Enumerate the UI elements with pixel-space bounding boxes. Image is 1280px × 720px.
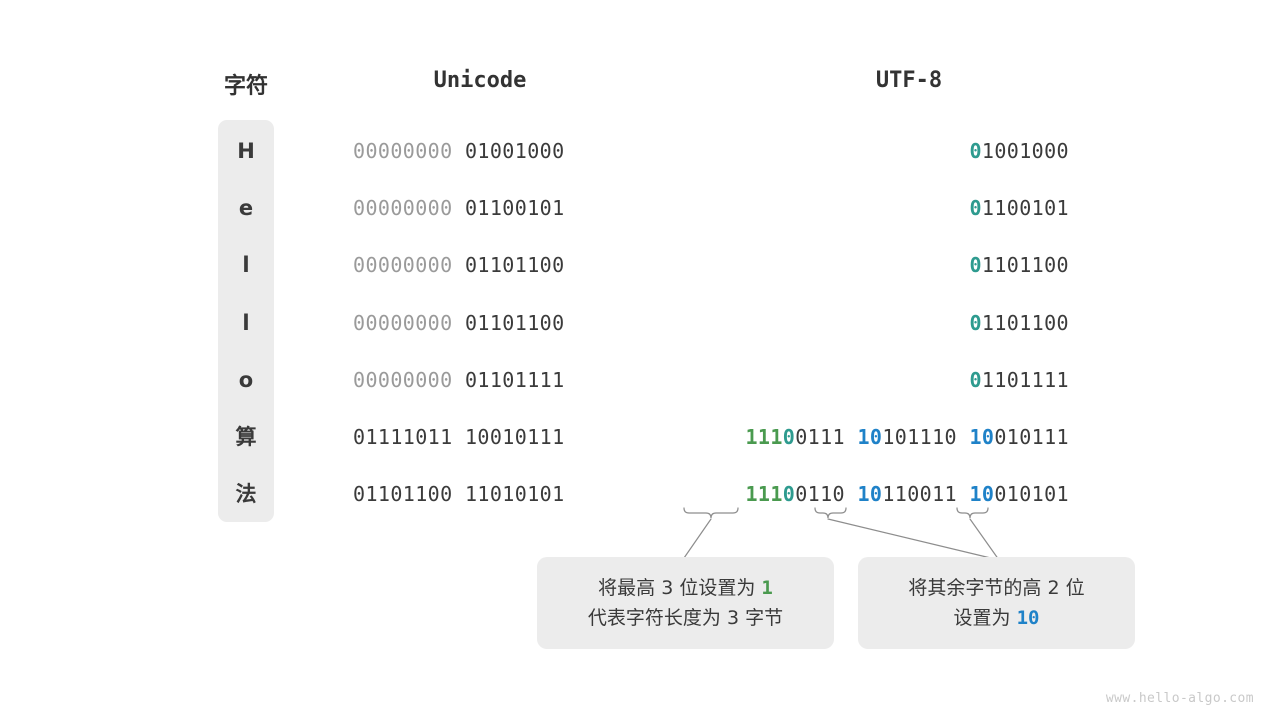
- character-cell: l: [242, 253, 250, 278]
- utf8-prefix-bits: 10: [857, 482, 883, 507]
- utf8-prefix-bits: 10: [857, 425, 883, 449]
- callout-1-highlight: 1: [761, 577, 773, 599]
- column-header-character: 字符: [223, 74, 268, 99]
- callout-2-line-2-text: 设置为: [953, 607, 1017, 629]
- character-cell: 算: [235, 425, 257, 449]
- utf8-prefix-bits: 0: [969, 139, 982, 163]
- character-cell: 法: [235, 482, 257, 507]
- callout-continuation-bits: 将其余字节的高 2 位 设置为 10: [858, 557, 1135, 649]
- byte-separator: [845, 425, 857, 449]
- unicode-low-byte: 01101111: [464, 367, 565, 392]
- unicode-bits: 01101100 11010101: [353, 481, 607, 507]
- utf8-payload-bits: 101110: [882, 425, 957, 449]
- utf8-payload-bits: 1101100: [981, 253, 1069, 278]
- unicode-low-byte: 01101100: [464, 310, 565, 335]
- utf8-prefix-bits: 111: [745, 482, 783, 507]
- utf8-bits: 01101111: [669, 367, 1069, 393]
- site-watermark: www.hello-algo.com: [1105, 691, 1254, 706]
- byte-separator: [453, 425, 465, 449]
- callout-1-line-1-text: 将最高 3 位设置为: [598, 577, 762, 599]
- unicode-bits: 00000000 01101100: [353, 252, 607, 278]
- byte-separator: [453, 253, 465, 277]
- unicode-low-byte: 01101100: [464, 253, 565, 278]
- utf8-prefix-bits: 10: [969, 425, 995, 449]
- utf8-prefix-bits: 0: [969, 196, 982, 221]
- utf8-prefix-bits: 0: [969, 253, 982, 278]
- callout-1-line-1: 将最高 3 位设置为 1: [598, 573, 773, 603]
- utf8-prefix-bits: 0: [969, 310, 982, 335]
- unicode-low-byte: 11010101: [464, 482, 565, 507]
- unicode-low-byte: 10010111: [464, 425, 565, 449]
- utf8-prefix-bits: 111: [745, 425, 783, 449]
- callout-2-line-2: 设置为 10: [954, 603, 1040, 633]
- utf8-payload-bits: 0111: [795, 425, 845, 449]
- utf8-bits: 11100111 10101110 10010111: [669, 424, 1069, 450]
- column-header-utf8: UTF-8: [875, 68, 943, 93]
- byte-separator: [957, 425, 969, 449]
- character-cell: o: [238, 367, 254, 392]
- unicode-bits: 01111011 10010111: [353, 424, 607, 450]
- byte-separator: [453, 482, 465, 506]
- utf8-prefix-terminator-bit: 0: [782, 482, 796, 507]
- unicode-bits: 00000000 01100101: [353, 195, 607, 221]
- utf8-payload-bits: 1100101: [981, 196, 1069, 221]
- utf8-bits: 01100101: [669, 195, 1069, 221]
- unicode-high-byte: 00000000: [353, 310, 453, 335]
- callout-2-highlight: 10: [1016, 607, 1040, 629]
- utf8-prefix-bits: 0: [969, 367, 982, 392]
- utf8-payload-bits: 1101100: [981, 310, 1069, 335]
- column-header-unicode: Unicode: [433, 68, 527, 93]
- callout-leading-bits: 将最高 3 位设置为 1 代表字符长度为 3 字节: [537, 557, 834, 649]
- unicode-high-byte: 00000000: [353, 253, 453, 278]
- byte-separator: [453, 311, 465, 335]
- unicode-high-byte: 01111011: [353, 425, 453, 449]
- character-cell: H: [237, 139, 255, 163]
- utf8-bits: 01101100: [669, 310, 1069, 336]
- utf8-payload-bits: 010111: [994, 425, 1069, 449]
- byte-separator: [453, 368, 465, 392]
- utf8-bits: 01101100: [669, 252, 1069, 278]
- utf8-prefix-terminator-bit: 0: [782, 425, 796, 449]
- unicode-high-byte: 01101100: [353, 482, 453, 507]
- utf8-payload-bits: 1001000: [981, 139, 1069, 163]
- utf8-payload-bits: 0110: [795, 482, 845, 507]
- callout-2-line-1: 将其余字节的高 2 位: [908, 577, 1085, 599]
- utf8-bits: 01001000: [669, 138, 1069, 164]
- character-cell: e: [238, 196, 254, 221]
- utf8-payload-bits: 1101111: [981, 367, 1069, 392]
- unicode-bits: 00000000 01101111: [353, 367, 607, 393]
- utf8-payload-bits: 010101: [994, 482, 1069, 507]
- byte-separator: [845, 482, 857, 506]
- byte-separator: [453, 139, 465, 163]
- utf8-bits: 11100110 10110011 10010101: [669, 481, 1069, 507]
- character-column-panel: [218, 120, 274, 522]
- unicode-high-byte: 00000000: [353, 139, 453, 163]
- unicode-low-byte: 01001000: [464, 139, 565, 163]
- unicode-bits: 00000000 01001000: [353, 138, 607, 164]
- utf8-payload-bits: 110011: [882, 482, 957, 507]
- byte-separator: [957, 482, 969, 506]
- byte-separator: [453, 196, 465, 220]
- unicode-high-byte: 00000000: [353, 196, 453, 221]
- callout-1-line-2: 代表字符长度为 3 字节: [587, 607, 784, 629]
- unicode-low-byte: 01100101: [464, 196, 565, 221]
- unicode-bits: 00000000 01101100: [353, 310, 607, 336]
- utf8-prefix-bits: 10: [969, 482, 995, 507]
- unicode-high-byte: 00000000: [353, 367, 453, 392]
- character-cell: l: [242, 310, 250, 335]
